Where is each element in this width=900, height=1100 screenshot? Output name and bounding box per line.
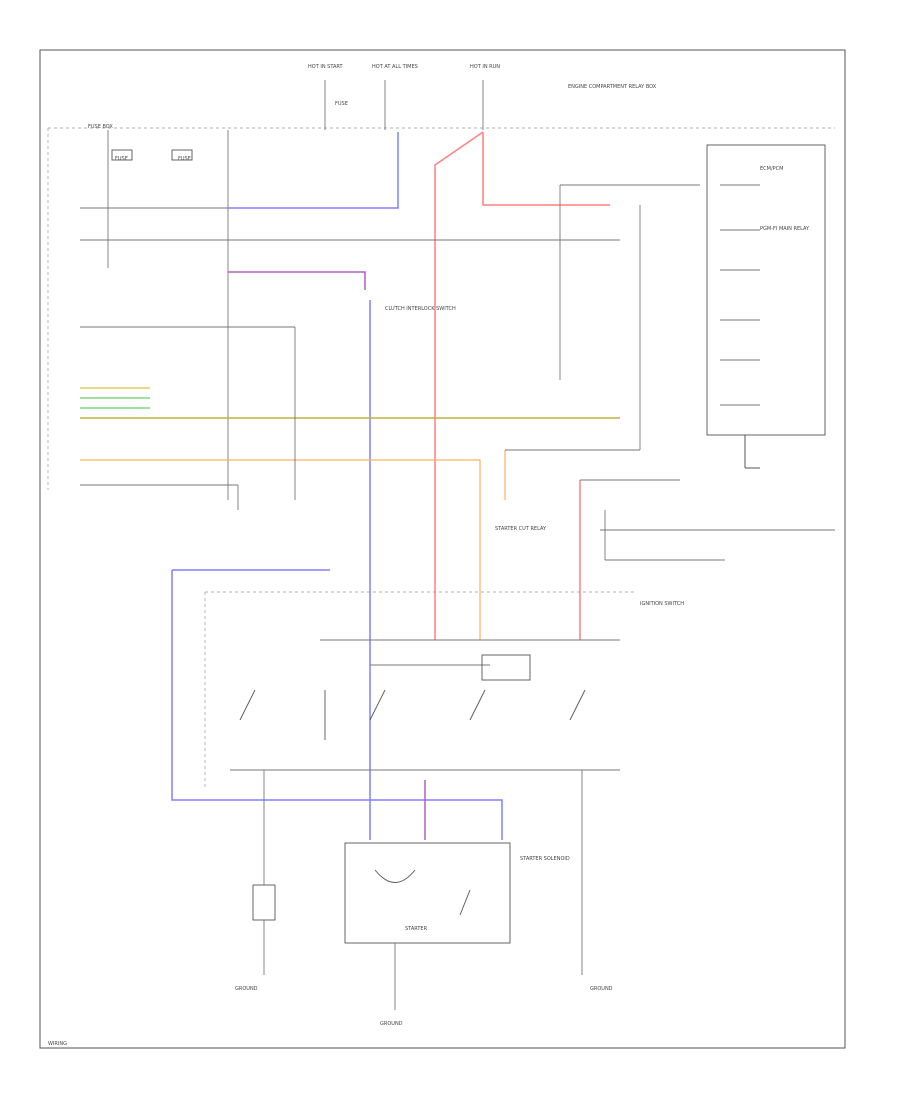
starter-block xyxy=(344,842,511,944)
fuse-icon-1 xyxy=(111,149,133,161)
label-starter-solenoid: STARTER SOLENOID xyxy=(520,856,570,862)
relay-coil xyxy=(481,654,531,681)
clutch-interlock-box xyxy=(252,884,276,921)
switch-contact-5 xyxy=(569,689,586,721)
label-fuse-right: FUSE xyxy=(335,101,348,107)
switch-contact-1 xyxy=(239,689,256,721)
switch-contact-3 xyxy=(369,689,386,721)
label-ground-right: GROUND xyxy=(590,986,613,992)
label-fuse-mid: FUSE xyxy=(178,156,191,162)
ecm-block xyxy=(706,144,826,436)
label-hot-in-start: HOT IN START xyxy=(308,64,344,70)
label-starter-cut: STARTER CUT RELAY xyxy=(495,526,547,532)
diagram-frame xyxy=(39,49,846,1049)
label-hot-at-all-times: HOT AT ALL TIMES xyxy=(372,64,418,70)
footer-label: WIRING xyxy=(48,1041,67,1047)
wire-green xyxy=(80,397,150,409)
label-pgm-fi: PGM-FI MAIN RELAY xyxy=(760,226,810,232)
label-ignition-switch: IGNITION SWITCH xyxy=(640,601,684,607)
label-ecm: ECM/PCM xyxy=(760,166,783,172)
fuse-icon-2 xyxy=(171,149,193,161)
label-starter: STARTER xyxy=(405,926,428,932)
label-ground-left: GROUND xyxy=(235,986,258,992)
label-ground-mid: GROUND xyxy=(380,1021,403,1027)
wire-red xyxy=(434,131,610,640)
label-fuse-left: FUSE xyxy=(115,156,128,162)
wire-orange xyxy=(80,450,506,640)
label-clutch-switch: CLUTCH INTERLOCK SWITCH xyxy=(385,306,456,312)
wire-purple xyxy=(228,271,426,840)
wire-blue xyxy=(171,132,503,840)
label-engine-compartment: ENGINE COMPARTMENT RELAY BOX xyxy=(568,84,657,90)
label-fuse-box: FUSE BOX xyxy=(88,124,113,130)
solenoid-coil xyxy=(374,869,416,883)
label-hot-in-run: HOT IN RUN xyxy=(470,64,500,70)
switch-contact-4 xyxy=(469,689,486,721)
solenoid-contact xyxy=(459,889,471,916)
